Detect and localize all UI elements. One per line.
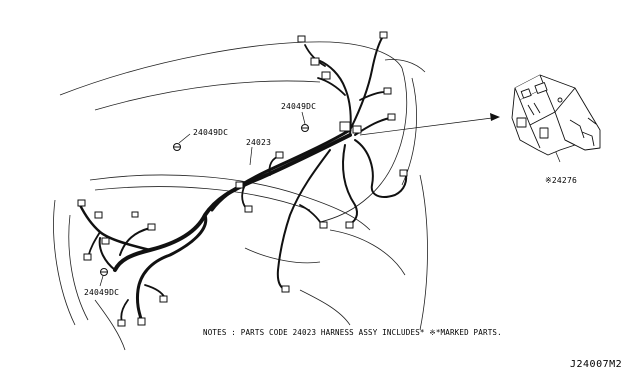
leader-lines — [99, 111, 561, 287]
harness-connectors — [77, 31, 408, 327]
bracket-part-illustration — [511, 74, 601, 156]
parts-note: NOTES : PARTS CODE 24023 HARNESS ASSY IN… — [203, 328, 502, 337]
callout-bracket: ※24276 — [545, 176, 577, 185]
harness-main — [78, 37, 408, 324]
callout-clip-top: 24049DC — [281, 102, 317, 111]
diagram-code: J24007M2 — [570, 359, 623, 370]
callout-clip-bottom: 24049DC — [84, 288, 120, 297]
callout-clip-left: 24049DC — [193, 128, 229, 137]
arrow-head-icon — [490, 113, 500, 121]
callout-harness: 24023 — [246, 138, 272, 147]
clip-icons — [100, 124, 309, 276]
body-outline — [53, 41, 428, 351]
